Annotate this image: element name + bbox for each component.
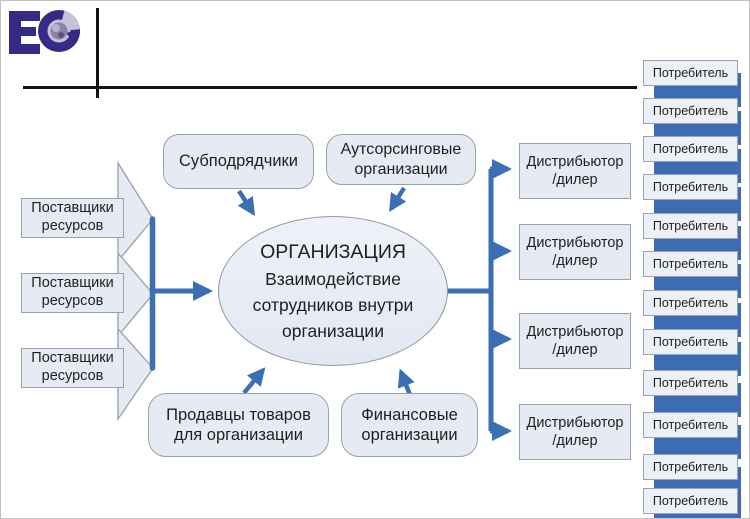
financial-box: Финансовые организации	[341, 393, 478, 457]
organization-subtitle-line: организации	[282, 320, 384, 341]
header-vertical-rule	[96, 8, 99, 98]
header-horizontal-rule	[23, 86, 637, 89]
distributor-box: Дистрибьютор /дилер	[519, 224, 631, 280]
supplier-label: ресурсов	[41, 368, 104, 384]
consumer-box: Потребитель	[643, 329, 743, 376]
consumer-box: Потребитель	[643, 136, 743, 183]
sellers-arrow	[242, 367, 266, 395]
consumer-box: Потребитель	[643, 60, 743, 107]
logo-letter-e	[9, 11, 40, 54]
distribution-tree-line	[447, 169, 494, 431]
outsourcing-arrow	[389, 186, 407, 213]
consumer-box: Потребитель	[643, 98, 743, 145]
consumer-label: Потребитель	[643, 98, 738, 124]
supplier-label: Поставщики	[31, 350, 114, 367]
financial-label: организации	[361, 426, 458, 444]
organization-subtitle-line: Взаимодействие	[265, 268, 401, 289]
outsourcing-label: организации	[354, 160, 448, 178]
organization-subtitle-line: сотрудников внутри	[252, 294, 414, 315]
subcontractors-label: Субподрядчики	[179, 152, 298, 171]
supplier-label: ресурсов	[41, 293, 104, 309]
consumer-box: Потребитель	[643, 290, 743, 337]
consumer-label: Потребитель	[643, 213, 738, 239]
consumer-label: Потребитель	[643, 290, 738, 316]
supplier-box: Поставщики ресурсов	[21, 273, 124, 313]
ec-logo	[9, 10, 80, 54]
distributor-label: /дилер	[552, 342, 598, 358]
distributor-label: /дилер	[552, 433, 598, 449]
sellers-label: для организации	[174, 426, 303, 444]
sellers-label: Продавцы товаров	[166, 405, 311, 424]
consumer-label: Потребитель	[643, 412, 738, 438]
consumer-box: Потребитель	[643, 213, 743, 260]
subcontractors-box: Субподрядчики	[163, 134, 314, 189]
consumer-label: Потребитель	[643, 329, 738, 355]
distributor-label: Дистрибьютор	[526, 323, 624, 340]
financial-label: Финансовые	[361, 405, 458, 424]
consumer-label: Потребитель	[643, 488, 738, 514]
consumer-label: Потребитель	[643, 251, 738, 277]
distributor-label: /дилер	[552, 172, 598, 188]
supplier-label: Поставщики	[31, 200, 114, 217]
consumer-box: Потребитель	[643, 174, 743, 221]
distributor-label: Дистрибьютор	[526, 234, 624, 251]
outsourcing-box: Аутсорсинговые организации	[326, 134, 476, 185]
distributor-box: Дистрибьютор /дилер	[519, 313, 631, 369]
supplier-box: Поставщики ресурсов	[21, 198, 124, 238]
organization-title: ОРГАНИЗАЦИЯ	[260, 240, 406, 263]
distributor-box: Дистрибьютор /дилер	[519, 143, 631, 199]
consumer-box: Потребитель	[643, 251, 743, 298]
organization-ellipse: ОРГАНИЗАЦИЯ Взаимодействие сотрудников в…	[218, 216, 448, 366]
logo-globe-icon	[38, 10, 80, 52]
supplier-box: Поставщики ресурсов	[21, 348, 124, 388]
consumer-label: Потребитель	[643, 454, 738, 480]
consumer-box: Потребитель	[643, 488, 743, 518]
distributor-box: Дистрибьютор /дилер	[519, 404, 631, 460]
consumer-label: Потребитель	[643, 136, 738, 162]
consumer-box: Потребитель	[643, 370, 743, 417]
distributor-label: Дистрибьютор	[526, 153, 624, 170]
financial-arrow	[397, 368, 415, 396]
supplier-label: ресурсов	[41, 218, 104, 234]
consumer-box: Потребитель	[643, 412, 743, 459]
supplier-label: Поставщики	[31, 275, 114, 292]
distributor-label: Дистрибьютор	[526, 414, 624, 431]
consumer-label: Потребитель	[643, 174, 738, 200]
outsourcing-label: Аутсорсинговые	[340, 140, 462, 158]
consumer-label: Потребитель	[643, 370, 738, 396]
subcontractors-arrow	[237, 189, 255, 217]
distributor-label: /дилер	[552, 253, 598, 269]
sellers-box: Продавцы товаров для организации	[148, 393, 329, 457]
consumer-label: Потребитель	[643, 60, 738, 86]
